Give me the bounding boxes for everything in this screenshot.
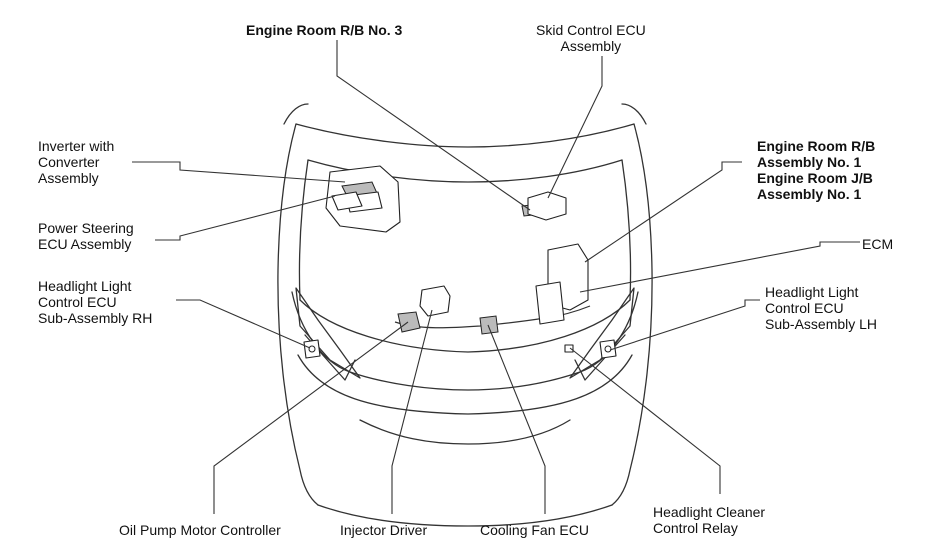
leader-lines xyxy=(132,40,860,514)
oil-pump-controller-component xyxy=(397,311,421,333)
power-steering-ecu-component xyxy=(331,191,363,211)
injector-driver-component xyxy=(419,285,451,317)
wiring-harness xyxy=(394,305,591,329)
headlight-ecu-lh-component xyxy=(599,339,617,359)
label-engine-room-rb1-jb1: Engine Room R/B Assembly No. 1 Engine Ro… xyxy=(757,138,876,202)
label-skid-control-ecu: Skid Control ECU Assembly xyxy=(536,22,646,54)
skid-control-ecu-component xyxy=(527,191,567,221)
engine-room-rb1-component xyxy=(535,243,589,325)
cooling-fan-ecu-component xyxy=(479,315,499,335)
label-engine-room-rb3: Engine Room R/B No. 3 xyxy=(246,22,403,38)
label-oil-pump-controller: Oil Pump Motor Controller xyxy=(119,522,281,538)
headlight-cleaner-relay-component xyxy=(564,344,574,353)
vehicle-body-outline xyxy=(277,103,653,527)
label-headlight-cleaner-relay: Headlight Cleaner Control Relay xyxy=(653,504,766,536)
label-headlight-ecu-lh: Headlight Light Control ECU Sub-Assembly… xyxy=(765,284,878,332)
label-ecm: ECM xyxy=(862,236,894,252)
headlight-ecu-rh-component xyxy=(303,339,321,359)
label-injector-driver: Injector Driver xyxy=(340,522,428,538)
label-headlight-ecu-rh: Headlight Light Control ECU Sub-Assembly… xyxy=(38,278,153,326)
label-power-steering-ecu: Power Steering ECU Assembly xyxy=(38,220,134,252)
label-cooling-fan-ecu: Cooling Fan ECU xyxy=(480,522,589,538)
label-inverter: Inverter with Converter Assembly xyxy=(38,138,115,186)
